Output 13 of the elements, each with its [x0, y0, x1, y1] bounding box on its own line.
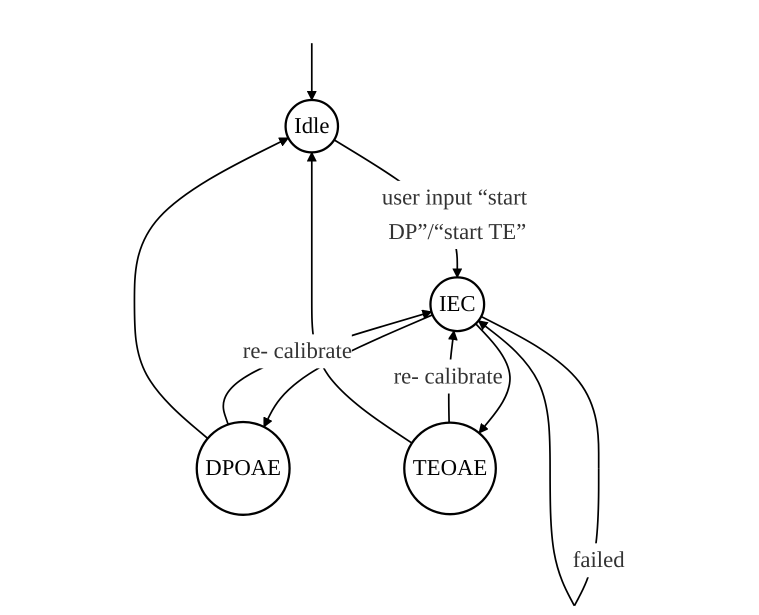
node-circle: IEC [429, 276, 486, 332]
node-circle: DPOAE [196, 420, 291, 516]
edge-label: re- calibrate [242, 338, 352, 364]
edge-label: failed [572, 548, 625, 573]
edge-label: re- calibrate [394, 364, 503, 390]
node-circle: Idle [284, 98, 340, 154]
arrow [222, 310, 432, 425]
edge-label: user input “start DP”/“start TE” [382, 185, 528, 244]
arrow [306, 152, 412, 444]
node-circle: TEOAE [403, 422, 497, 516]
arrow [475, 323, 511, 434]
arrow [134, 137, 289, 440]
arrow [306, 43, 317, 100]
